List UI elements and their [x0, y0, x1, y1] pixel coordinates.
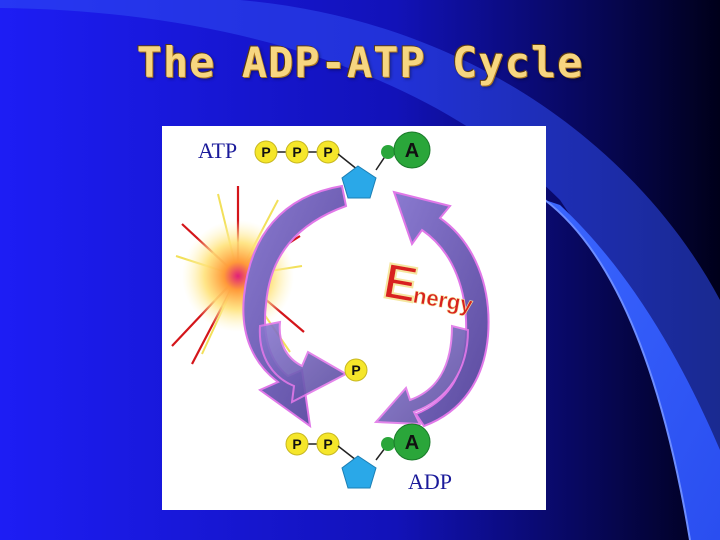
adp-phosphate-2-label: P: [323, 436, 332, 452]
atp-phosphate-3-label: P: [323, 144, 332, 160]
free-phosphate: P: [344, 358, 368, 382]
energy-rest: nergy: [411, 282, 475, 318]
atp-ribose: [341, 165, 377, 199]
adp-phosphate-1: [285, 432, 309, 456]
adp-phosphate-2: [316, 432, 340, 456]
adp-label: ADP: [408, 469, 453, 494]
free-phosphate-label: P: [351, 362, 360, 378]
atp-phosphate-2-label: P: [292, 144, 301, 160]
adp-ribose: [341, 455, 377, 489]
adp-phosphate-1-label: P: [292, 436, 301, 452]
atp-adenine-label: A: [405, 140, 419, 162]
cycle-arrows: [242, 184, 490, 429]
atp-phosphate-3: [316, 140, 340, 164]
adp-adenine: [393, 423, 431, 461]
atp-phosphate-1: [254, 140, 278, 164]
cycle-diagram: P P P A P P P: [162, 126, 546, 510]
slide-title: The ADP-ATP Cycle: [136, 38, 584, 87]
adp-molecule: P P A: [285, 423, 431, 489]
atp-adenine: [393, 131, 431, 169]
atp-molecule: P P P A: [254, 131, 431, 199]
atp-label: ATP: [198, 138, 238, 163]
adp-adenine-label: A: [405, 432, 419, 454]
atp-phosphate-1-label: P: [261, 144, 270, 160]
atp-phosphate-2: [285, 140, 309, 164]
